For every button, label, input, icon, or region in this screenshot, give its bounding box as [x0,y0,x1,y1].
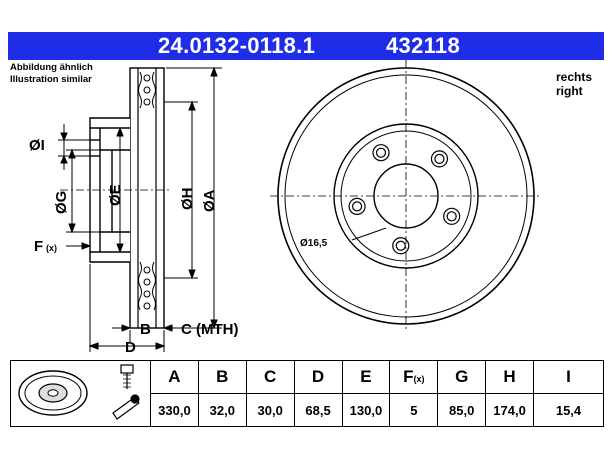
bolt-hole-label: Ø16,5 [300,238,328,249]
value-f: 5 [389,393,439,427]
dim-label-i: ØI [29,137,45,154]
section-dimensions [58,66,222,352]
torque-wrench-icon [111,394,140,420]
value-b: 32,0 [197,393,247,427]
header-c: C [245,360,295,394]
section-labels: ØI ØG ØE ØH ØA F (x) B C (MTH) D [29,137,238,356]
bolt-holes [348,144,461,255]
side-indicator: rechts right [556,70,604,98]
header-i: I [533,360,604,394]
icons-group [17,364,140,420]
spec-table: A B C D E F(x) G H I 330,0 32,0 30,0 68,… [10,360,604,427]
friction-ring-section [129,67,165,329]
header-b: B [197,360,247,394]
front-centerlines [270,60,542,332]
header-d: D [293,360,343,394]
header-h: H [485,360,534,394]
title-bar: 24.0132-0118.1 432118 [8,32,604,60]
value-d: 68,5 [293,393,343,427]
value-c: 30,0 [245,393,295,427]
bolt-icon [119,364,134,389]
bolt-hole [430,150,449,168]
dim-label-c: C (MTH) [181,321,238,338]
dim-label-b: B [140,321,151,338]
brake-disc-icon [17,370,88,416]
dim-label-g: ØG [53,191,70,214]
value-g: 85,0 [437,393,487,427]
bolt-hole-leader [351,227,387,241]
side-label-de: rechts [556,70,593,84]
dim-label-a: ØA [201,189,218,212]
icon-cell [10,360,151,427]
illustration-note: Abbildung ähnlich Illustration similar [10,62,93,86]
dim-label-d: D [125,339,136,356]
value-i: 15,4 [533,393,604,427]
side-label-en: right [556,84,583,98]
reference-number: 432118 [386,33,460,58]
header-g: G [437,360,487,394]
bolt-hole [443,207,461,225]
header-f-letter: F [403,367,414,386]
header-f-sub: (x) [413,374,425,384]
note-line-de: Abbildung ähnlich [10,62,93,73]
vent-pattern-bottom [138,261,156,311]
header-f: F(x) [389,360,439,394]
bolt-hole [372,144,390,162]
dim-label-f-sub: (x) [46,243,57,253]
spec-header-row: A B C D E F(x) G H I [10,360,604,427]
value-a: 330,0 [150,393,199,427]
dim-label-f: F [34,238,43,255]
value-e: 130,0 [341,393,391,427]
bolt-hole [348,197,366,215]
value-h: 174,0 [485,393,534,427]
front-view [270,60,542,332]
vent-pattern-top [138,71,156,109]
header-a: A [150,360,199,394]
header-e: E [341,360,391,394]
dim-label-h: ØH [179,188,196,211]
note-line-en: Illustration similar [10,74,92,85]
dim-label-e: ØE [107,184,124,206]
bolt-hole [392,237,410,255]
part-number: 24.0132-0118.1 [158,33,316,58]
spec-value-row: 330,0 32,0 30,0 68,5 130,0 5 85,0 174,0 … [11,393,604,427]
